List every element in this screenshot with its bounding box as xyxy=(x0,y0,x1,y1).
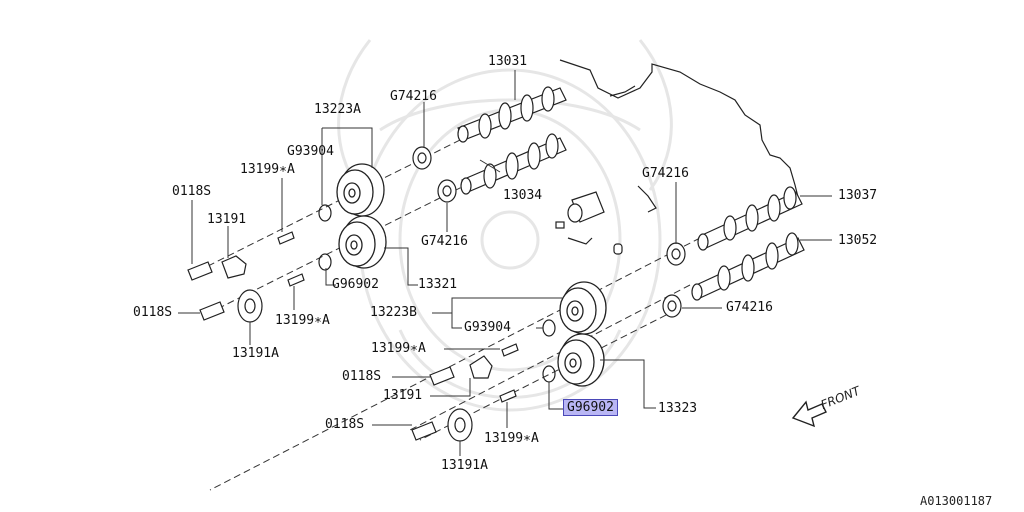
plates xyxy=(221,255,493,442)
camshaft-13031 xyxy=(457,86,567,143)
callout-0118s-2[interactable]: 0118S xyxy=(133,305,173,320)
callout-g74216-low[interactable]: G74216 xyxy=(726,300,773,315)
callout-0118s-3[interactable]: 0118S xyxy=(342,369,382,384)
callout-13037[interactable]: 13037 xyxy=(838,188,878,203)
callout-g96902-top[interactable]: G96902 xyxy=(332,277,379,292)
sprocket-13321 xyxy=(338,215,387,269)
callout-13191-1[interactable]: 13191 xyxy=(207,212,247,227)
sprocket-13323 xyxy=(557,333,605,387)
callout-0118s-1[interactable]: 0118S xyxy=(172,184,212,199)
leader-lines xyxy=(178,70,832,456)
callout-13323[interactable]: 13323 xyxy=(658,401,698,416)
camshaft-13034 xyxy=(460,133,567,195)
callout-13191-2[interactable]: 13191 xyxy=(383,388,423,403)
camshaft-13037 xyxy=(697,186,803,251)
callout-13191a-2[interactable]: 13191A xyxy=(441,458,488,473)
callout-13199a-1[interactable]: 13199∗A xyxy=(240,162,295,177)
callout-g93904-top[interactable]: G93904 xyxy=(287,144,334,159)
callout-13321[interactable]: 13321 xyxy=(418,277,458,292)
front-arrow-icon xyxy=(791,400,827,428)
center-parts xyxy=(555,185,657,255)
callout-g96902-low-highlighted[interactable]: G96902 xyxy=(563,399,618,416)
callout-13199a-4[interactable]: 13199∗A xyxy=(484,431,539,446)
bolts xyxy=(187,231,519,441)
callout-13052[interactable]: 13052 xyxy=(838,233,878,248)
camshaft-13052 xyxy=(691,232,805,301)
diagram-reference-code: A013001187 xyxy=(920,494,993,508)
callout-g74216-top[interactable]: G74216 xyxy=(390,89,437,104)
callout-13223b[interactable]: 13223B xyxy=(370,305,417,320)
callout-13199a-3[interactable]: 13199∗A xyxy=(371,341,426,356)
callout-13034[interactable]: 13034 xyxy=(503,188,543,203)
callout-13031[interactable]: 13031 xyxy=(488,54,528,69)
callout-g74216-right[interactable]: G74216 xyxy=(642,166,689,181)
callout-g93904-low[interactable]: G93904 xyxy=(464,320,511,335)
callout-0118s-4[interactable]: 0118S xyxy=(325,417,365,432)
callout-g74216-mid[interactable]: G74216 xyxy=(421,234,468,249)
cylinder-head-outline xyxy=(559,59,801,206)
callout-13191a-1[interactable]: 13191A xyxy=(232,346,279,361)
sprocket-13223A xyxy=(336,163,385,217)
sprocket-13223B xyxy=(559,281,607,335)
callout-13223a[interactable]: 13223A xyxy=(314,102,361,117)
callout-13199a-2[interactable]: 13199∗A xyxy=(275,313,330,328)
